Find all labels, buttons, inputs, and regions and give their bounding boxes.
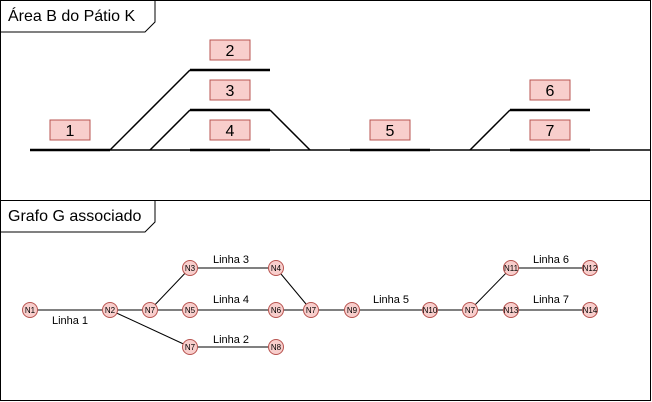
track-label-5: 5	[369, 119, 411, 141]
edge-n2-n7b	[109, 309, 191, 348]
track-label-3: 3	[209, 79, 251, 101]
node-label: N14	[583, 306, 598, 315]
switch-track-2	[109, 69, 191, 151]
track-label-3-text: 3	[226, 83, 235, 100]
graph-node: N5	[182, 302, 198, 318]
node-label: N7	[145, 306, 156, 315]
top-panel-tab: Área B do Pátio K	[0, 0, 156, 33]
node-label: N2	[105, 306, 116, 315]
yard-tracks	[30, 68, 650, 152]
edge-n7d-n11	[469, 267, 512, 311]
graph-node: N11	[503, 260, 519, 276]
node-label: N8	[271, 343, 282, 352]
line-label-3: Linha 3	[213, 254, 249, 266]
track-label-1: 1	[49, 119, 91, 141]
graph-line-labels: Linha 1 Linha 2 Linha 3 Linha 4 Linha 5 …	[52, 254, 569, 346]
graph-node: N1	[22, 302, 38, 318]
line-label-7: Linha 7	[533, 294, 569, 306]
graph-node: N7	[182, 339, 198, 355]
graph-node: N7	[303, 302, 319, 318]
node-label: N10	[423, 306, 438, 315]
graph-edges	[30, 267, 590, 348]
bottom-panel-tab: Grafo G associado	[0, 200, 156, 233]
graph-node: N7	[462, 302, 478, 318]
track-label-4-text: 4	[226, 123, 235, 140]
graph-node: N8	[268, 339, 284, 355]
node-label: N5	[185, 306, 196, 315]
graph-node: N2	[102, 302, 118, 318]
node-label: N11	[504, 264, 519, 273]
graph-node: N6	[268, 302, 284, 318]
graph-node: N4	[268, 260, 284, 276]
graph-node: N10	[422, 302, 438, 318]
track-label-7-text: 7	[546, 123, 555, 140]
track-label-6-text: 6	[546, 83, 555, 100]
track-label-2-text: 2	[226, 43, 235, 60]
line-label-5: Linha 5	[373, 294, 409, 306]
line-label-1: Linha 1	[52, 315, 88, 327]
graph-node: N7	[142, 302, 158, 318]
node-label: N4	[271, 264, 282, 273]
graph-node: N3	[182, 260, 198, 276]
node-label: N9	[347, 306, 358, 315]
switch-track-6	[469, 109, 511, 151]
top-panel-title: Área B do Pátio K	[8, 6, 136, 25]
track-label-4: 4	[209, 119, 251, 141]
node-label: N3	[185, 264, 196, 273]
graph-nodes: N1 N2 N7 N3 N4 N5 N6 N7 N7 N8 N9 N10 N7 …	[22, 260, 598, 355]
node-label: N1	[25, 306, 36, 315]
node-label: N6	[271, 306, 282, 315]
switch-track-3-left	[149, 109, 191, 151]
node-label: N7	[465, 306, 476, 315]
node-label: N7	[185, 343, 196, 352]
line-label-4: Linha 4	[213, 294, 249, 306]
edge-n7a-n3	[149, 267, 191, 311]
track-label-7: 7	[529, 119, 571, 141]
track-label-2: 2	[209, 39, 251, 61]
track-labels: 1 2 3 4 5 6 7	[49, 39, 571, 141]
edge-n4-n7c	[275, 267, 312, 311]
graph-node: N13	[503, 302, 519, 318]
switch-track-3-right	[269, 109, 311, 151]
graph-node: N12	[582, 260, 598, 276]
line-label-6: Linha 6	[533, 254, 569, 266]
node-label: N7	[306, 306, 317, 315]
graph-node: N14	[582, 302, 598, 318]
bottom-panel-title: Grafo G associado	[8, 208, 142, 225]
track-label-5-text: 5	[386, 123, 395, 140]
node-label: N13	[504, 306, 519, 315]
node-label: N12	[583, 264, 598, 273]
track-label-1-text: 1	[66, 123, 75, 140]
line-label-2: Linha 2	[213, 334, 249, 346]
track-label-6: 6	[529, 79, 571, 101]
graph-node: N9	[344, 302, 360, 318]
